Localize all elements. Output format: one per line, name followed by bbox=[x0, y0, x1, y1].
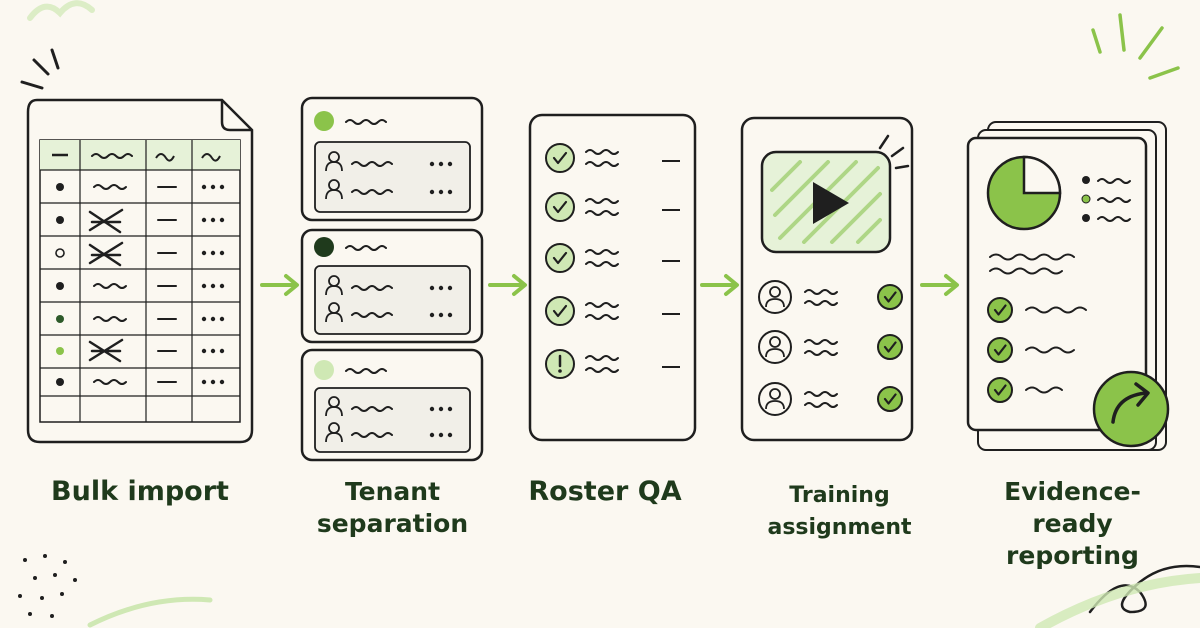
check-circle-icon bbox=[876, 385, 904, 413]
warning-circle-icon bbox=[545, 349, 575, 379]
tenant-panel bbox=[300, 348, 484, 462]
arrow-right-icon bbox=[700, 274, 739, 296]
step-label-bulk-import: Bulk import bbox=[51, 476, 229, 507]
play-icon bbox=[813, 182, 849, 224]
tenant-panels bbox=[300, 96, 484, 462]
report-stack bbox=[966, 121, 1170, 451]
check-circle-icon bbox=[986, 296, 1014, 324]
step-label-tenant-separation: Tenant separation bbox=[316, 477, 469, 538]
share-arrow-icon bbox=[1092, 370, 1170, 448]
step-label-training-assignment: Training assignment bbox=[767, 483, 912, 540]
check-circle-icon bbox=[986, 376, 1014, 404]
check-circle-icon bbox=[876, 333, 904, 361]
check-circle-icon bbox=[544, 295, 576, 327]
roster-checklist bbox=[528, 113, 697, 442]
arrow-right-icon bbox=[920, 274, 959, 296]
spreadsheet-icon bbox=[26, 98, 254, 444]
tenant-panel bbox=[300, 228, 484, 344]
step-label-evidence-ready-reporting: Evidence-ready reporting bbox=[1004, 477, 1141, 570]
arrow-right-icon bbox=[260, 274, 299, 296]
pie-chart-icon bbox=[986, 155, 1062, 231]
arrow-right-icon bbox=[488, 274, 527, 296]
decorative-marks bbox=[18, 0, 1200, 628]
check-circle-icon bbox=[876, 283, 904, 311]
check-circle-icon bbox=[544, 142, 576, 174]
step-label-roster-qa: Roster QA bbox=[528, 476, 682, 507]
check-circle-icon bbox=[544, 191, 576, 223]
tenant-panel bbox=[300, 96, 484, 222]
check-circle-icon bbox=[544, 242, 576, 274]
check-circle-icon bbox=[986, 336, 1014, 364]
training-panel bbox=[740, 116, 914, 442]
